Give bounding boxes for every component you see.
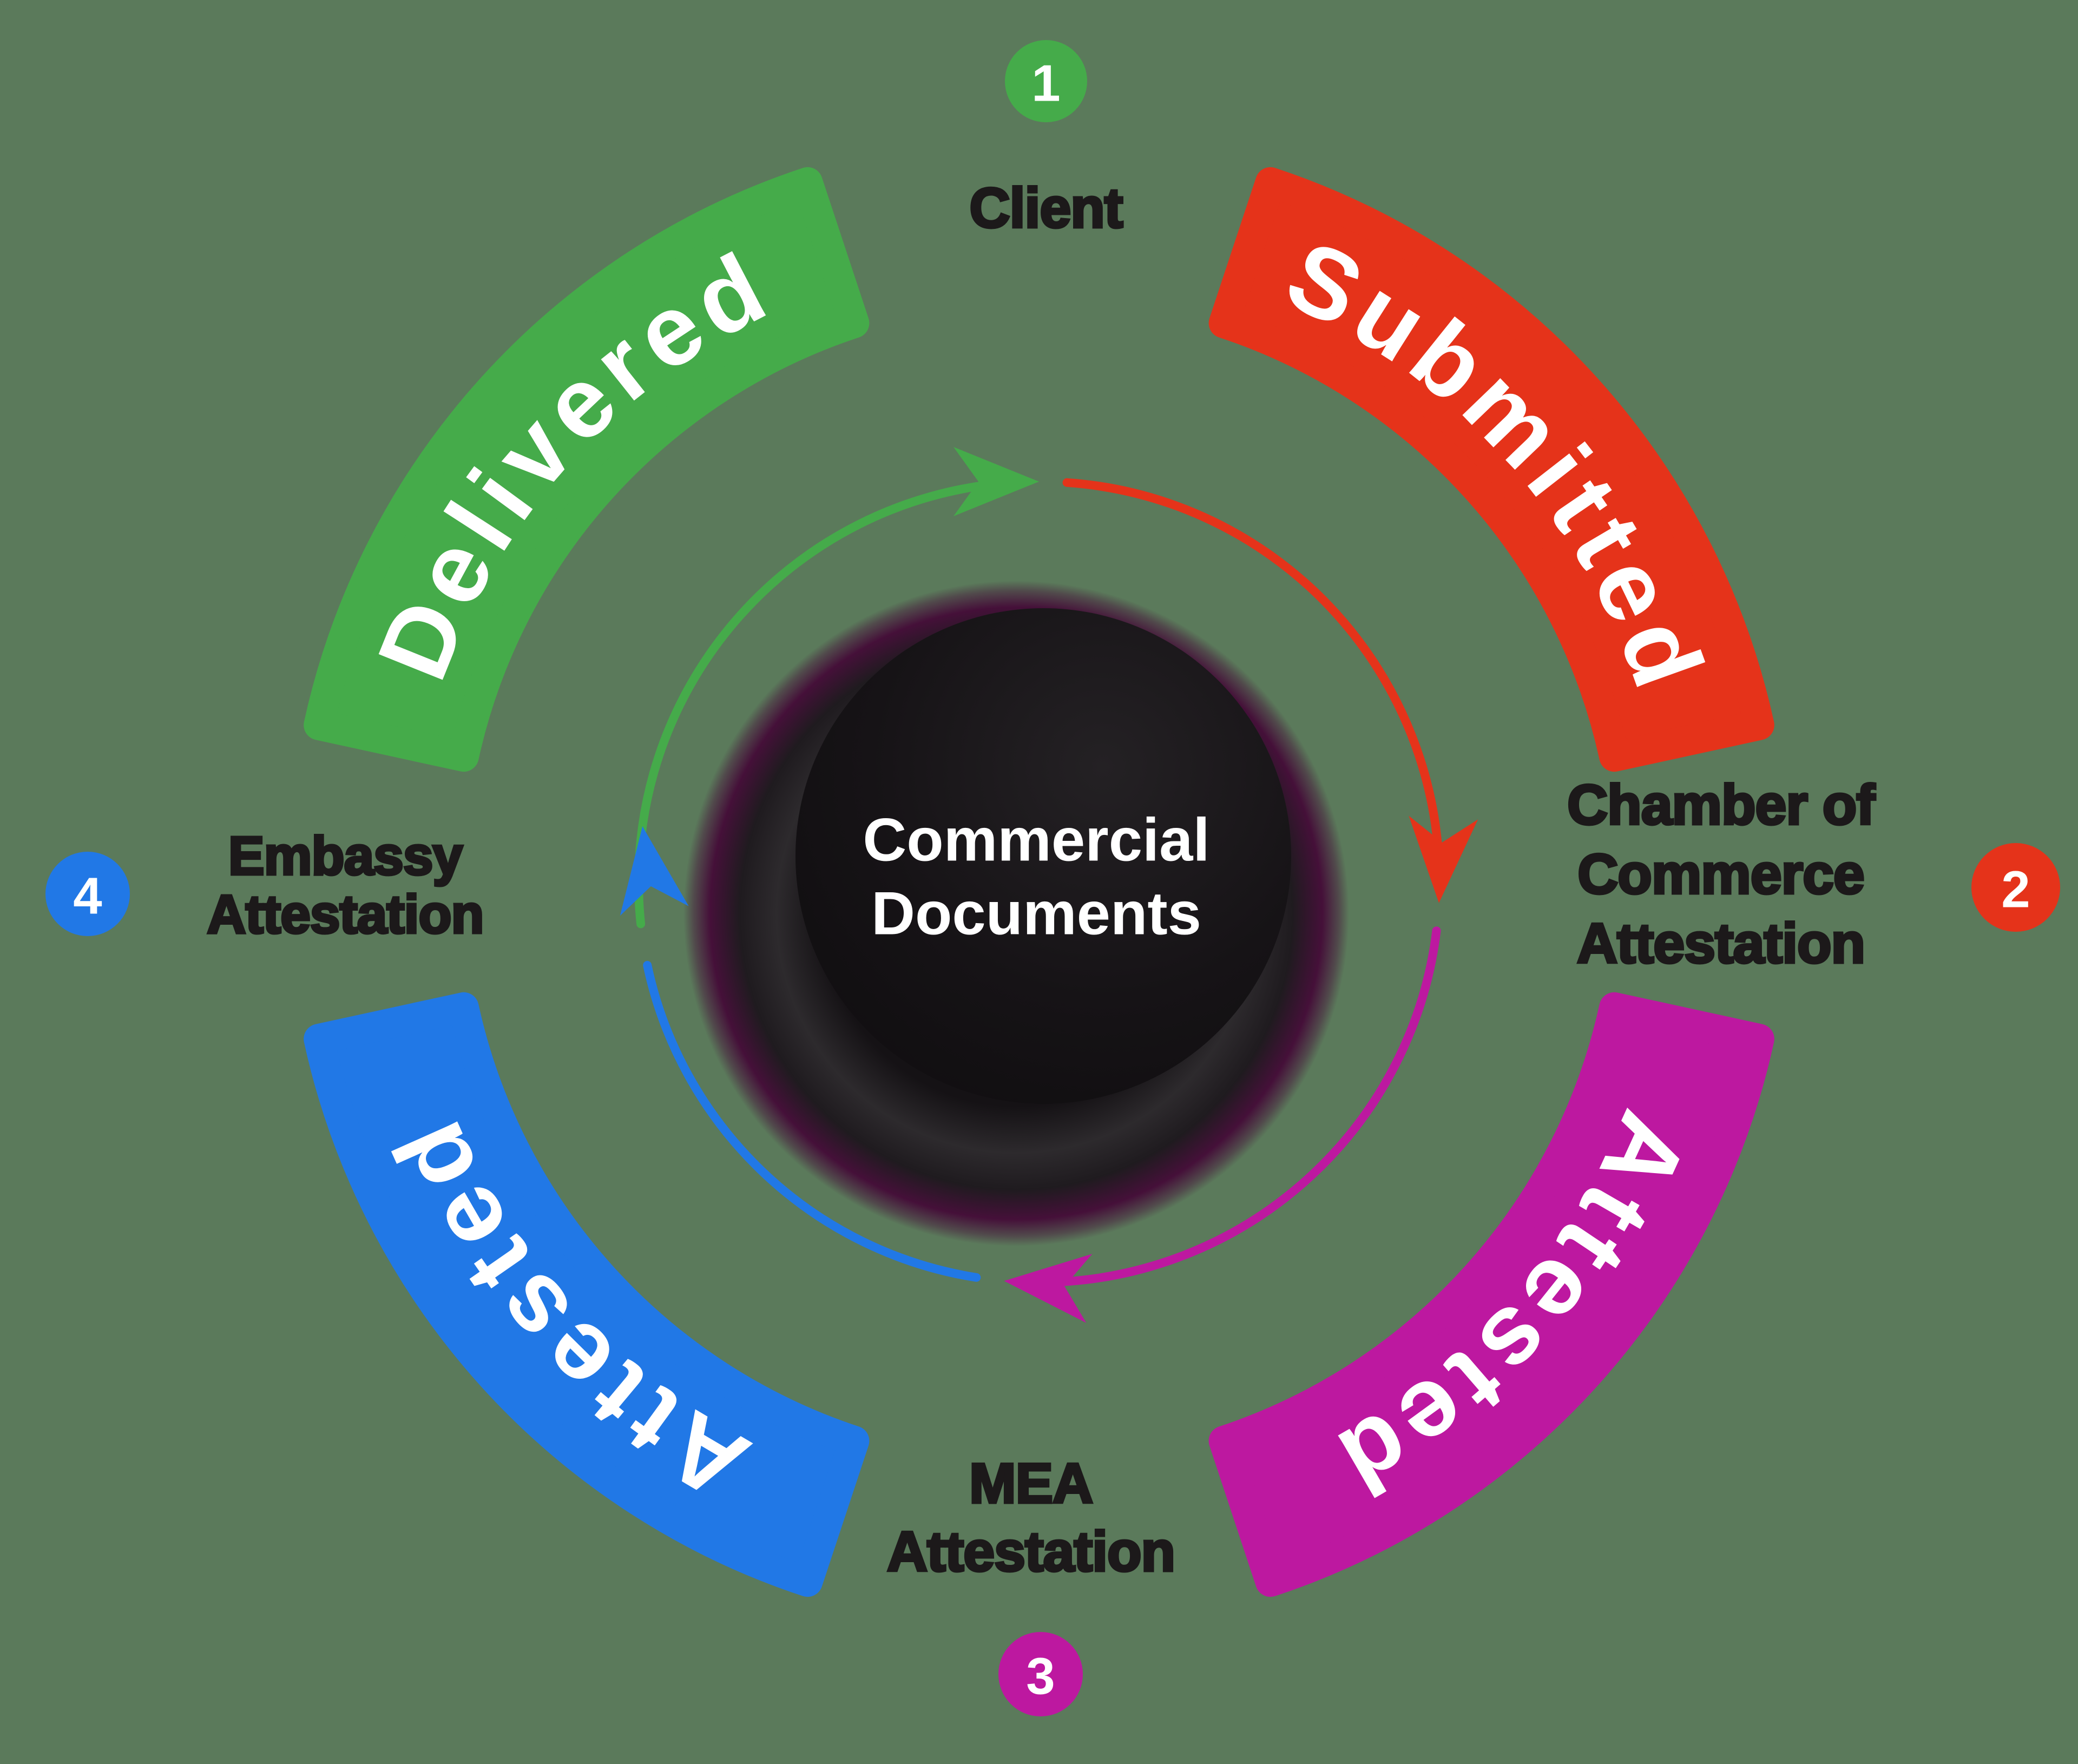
band-submitted	[1208, 167, 1774, 772]
outer-ring	[304, 167, 1774, 1597]
flow-arrowheads	[620, 447, 1478, 1323]
step-label-embassy-line2: Attestation	[207, 884, 483, 945]
flow-arc-magenta	[1028, 926, 1441, 1287]
band-attested-embassy	[304, 992, 870, 1597]
step-badge-4	[45, 852, 130, 936]
step-label-mea-line1: MEA	[969, 1452, 1093, 1515]
step-badges: 1 2 3 4	[45, 40, 2060, 1716]
step-label-embassy: Embassy Attestation	[206, 825, 485, 946]
step-label-chamber-line2: Commerce	[1577, 843, 1864, 906]
step-badge-1	[1005, 40, 1087, 122]
step-badge-3	[998, 1632, 1083, 1716]
flow-arc-red	[1062, 478, 1444, 880]
step-badge-3-number: 3	[1026, 1648, 1055, 1706]
red-arrowhead-icon	[1409, 815, 1478, 903]
step-label-mea: MEA Attestation	[885, 1451, 1176, 1585]
green-arrowhead-icon	[953, 447, 1039, 516]
step-label-chamber: Chamber of Commerce Attestation	[1566, 773, 1877, 977]
flow-arc-blue	[643, 960, 981, 1282]
step-badge-2	[1971, 843, 2060, 932]
center-title: Commercial Documents	[863, 806, 1209, 947]
center-title-line1: Commercial	[863, 806, 1209, 874]
step-label-mea-line2: Attestation	[887, 1521, 1175, 1583]
band-attested-mea	[1208, 992, 1774, 1597]
step-label-chamber-line1: Chamber of	[1567, 774, 1875, 837]
step-label-chamber-line3: Attestation	[1577, 912, 1865, 975]
center-sphere	[795, 608, 1291, 1104]
step-label-embassy-line1: Embassy	[228, 826, 463, 886]
blue-arrowhead-icon	[620, 826, 689, 916]
magenta-arrowhead-icon	[1004, 1254, 1093, 1323]
step-badge-1-number: 1	[1031, 55, 1060, 113]
band-delivered	[304, 167, 870, 772]
step-labels: Client Chamber of Commerce Attestation M…	[206, 176, 1877, 1585]
step-badge-4-number: 4	[73, 867, 102, 925]
step-label-client: Client	[970, 177, 1123, 240]
center-title-line2: Documents	[871, 880, 1201, 947]
step-badge-2-number: 2	[2001, 861, 2030, 919]
